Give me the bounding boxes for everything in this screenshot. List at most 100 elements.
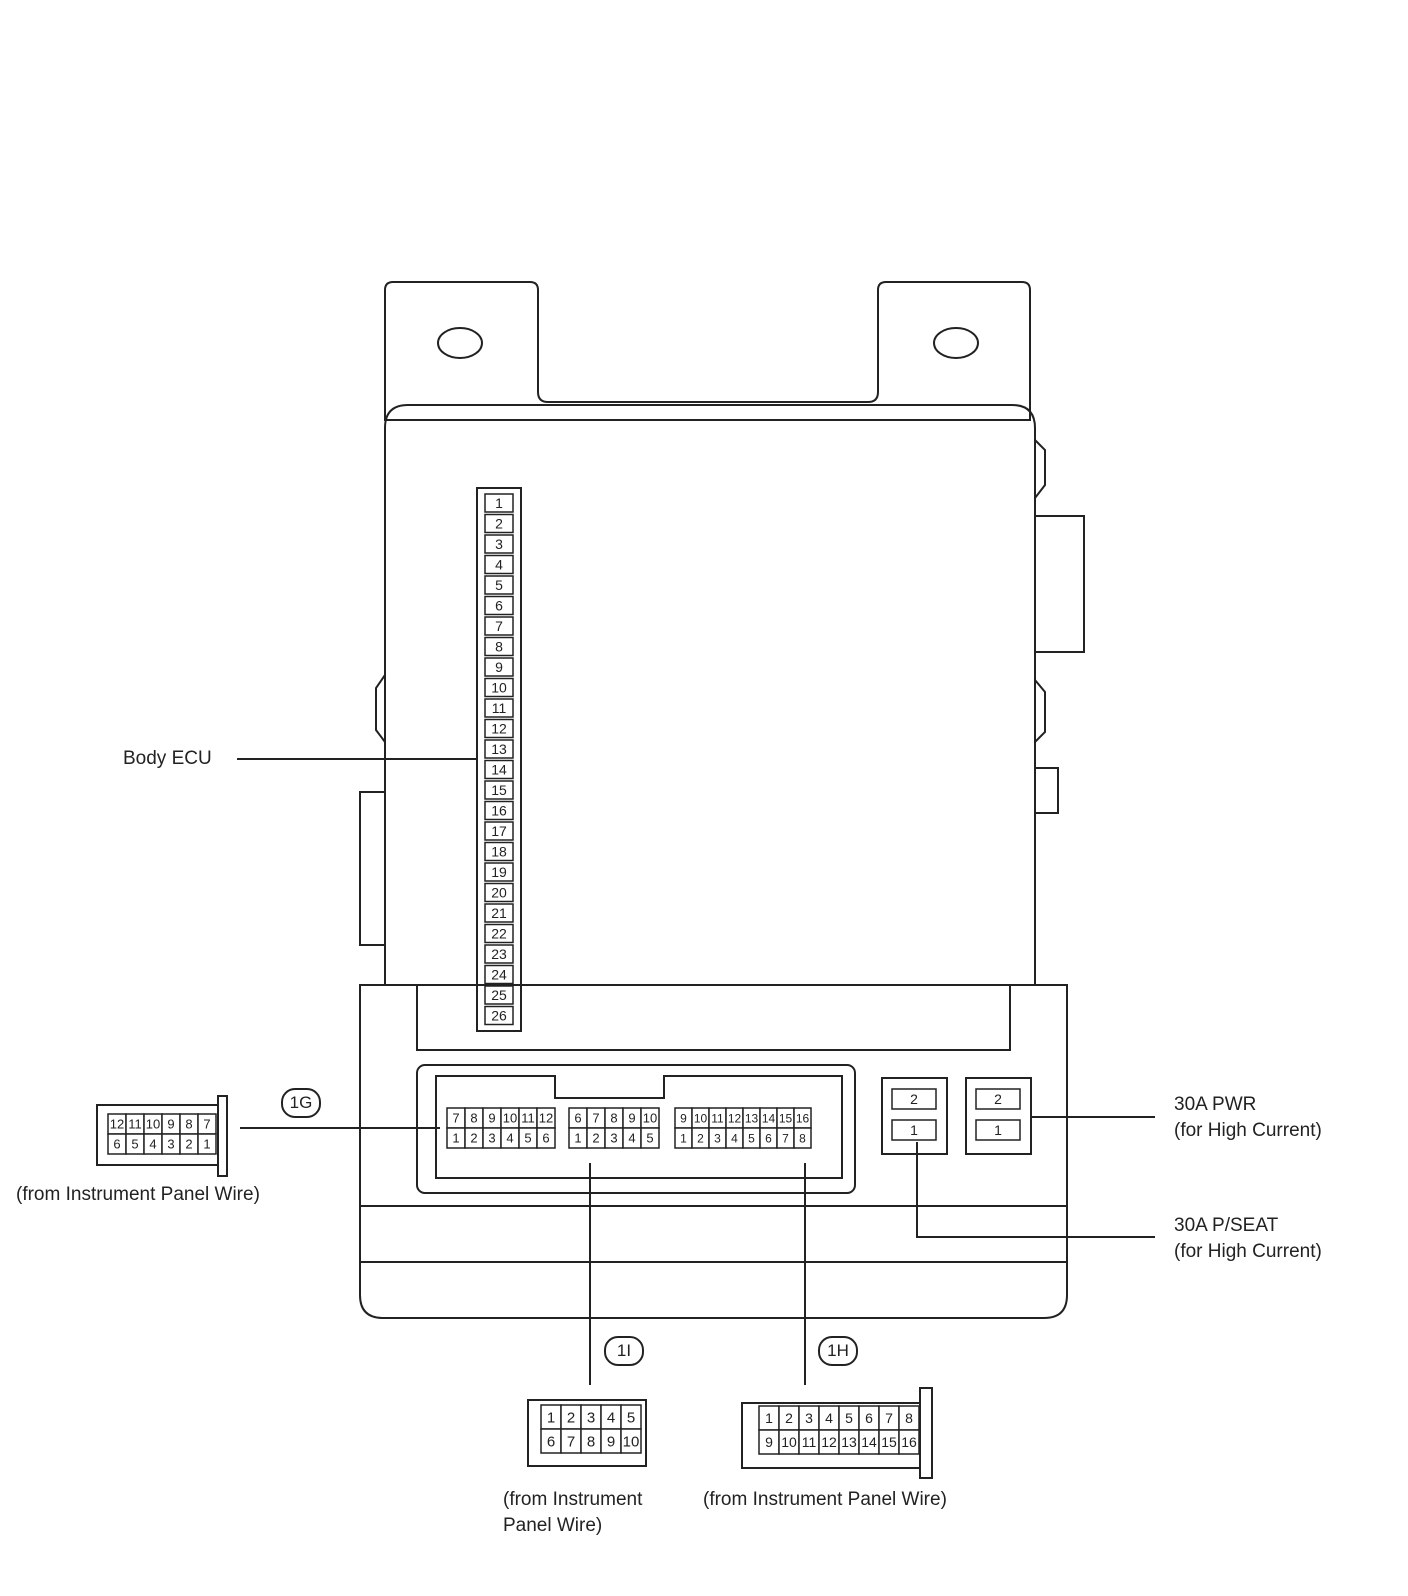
socket-1h-pin-5: 5 xyxy=(742,1127,761,1149)
svg-text:2: 2 xyxy=(470,1131,477,1146)
housing-connector-right xyxy=(1034,515,1085,653)
ecu-pin-23: 23 xyxy=(484,944,514,964)
svg-text:10: 10 xyxy=(491,680,507,696)
svg-text:3: 3 xyxy=(610,1131,617,1146)
svg-text:12: 12 xyxy=(491,721,507,737)
ecu-pin-14: 14 xyxy=(484,759,514,780)
connector-1h-latch xyxy=(919,1387,933,1479)
socket-1g-pin-8: 8 xyxy=(464,1107,484,1129)
svg-text:6: 6 xyxy=(574,1111,581,1126)
connector-1i-source-line2: Panel Wire) xyxy=(503,1515,603,1536)
svg-text:9: 9 xyxy=(167,1117,174,1132)
svg-text:8: 8 xyxy=(799,1131,806,1145)
connector-1g-code: 1G xyxy=(281,1088,321,1118)
svg-text:1: 1 xyxy=(994,1122,1002,1138)
svg-text:14: 14 xyxy=(762,1111,776,1125)
socket-1h-pin-3: 3 xyxy=(708,1127,727,1149)
socket-1g-pin-5: 5 xyxy=(518,1127,538,1149)
ecu-pin-22: 22 xyxy=(484,923,514,944)
socket-1g-pin-6: 6 xyxy=(536,1127,556,1149)
fuse-pwr-pin-bottom: 1 xyxy=(975,1119,1021,1141)
connector-1h-pin-13: 13 xyxy=(838,1429,860,1455)
socket-1h-pin-8: 8 xyxy=(793,1127,812,1149)
svg-text:12: 12 xyxy=(539,1111,553,1126)
fuse-pwr-body xyxy=(965,1077,1032,1155)
svg-text:4: 4 xyxy=(825,1410,833,1426)
svg-text:6: 6 xyxy=(542,1131,549,1146)
socket-1i-pin-3: 3 xyxy=(604,1127,624,1149)
svg-text:5: 5 xyxy=(646,1131,653,1146)
connector-1g-pin-7: 7 xyxy=(197,1113,217,1135)
ecu-pin-1: 1 xyxy=(484,493,514,513)
ecu-pin-12: 12 xyxy=(484,718,514,739)
ecu-pin-19: 19 xyxy=(484,862,514,882)
fuse-pseat-body xyxy=(881,1077,948,1155)
svg-text:10: 10 xyxy=(503,1111,517,1126)
svg-text:26: 26 xyxy=(491,1008,507,1024)
socket-1h-pin-14: 14 xyxy=(759,1107,778,1129)
svg-text:7: 7 xyxy=(567,1433,575,1450)
socket-1i-pin-1: 1 xyxy=(568,1127,588,1149)
svg-text:10: 10 xyxy=(781,1434,797,1450)
svg-text:13: 13 xyxy=(841,1434,857,1450)
connector-1h-pin-3: 3 xyxy=(798,1405,820,1431)
socket-1h-pin-7: 7 xyxy=(776,1127,795,1149)
svg-text:11: 11 xyxy=(492,700,507,716)
svg-text:7: 7 xyxy=(495,618,503,634)
svg-text:22: 22 xyxy=(491,926,507,942)
fuse-pseat-pin-bottom: 1 xyxy=(891,1119,937,1141)
housing-tab-right xyxy=(1034,767,1059,814)
ecu-pin-5: 5 xyxy=(484,575,514,595)
pseat-fuse-note: (for High Current) xyxy=(1174,1241,1322,1262)
ecu-pin-21: 21 xyxy=(484,903,514,923)
svg-text:25: 25 xyxy=(491,987,507,1003)
svg-text:21: 21 xyxy=(491,905,507,921)
connector-1i-pin-3: 3 xyxy=(580,1404,602,1430)
svg-text:9: 9 xyxy=(607,1433,615,1450)
socket-1i-pin-8: 8 xyxy=(604,1107,624,1129)
socket-1g-pin-12: 12 xyxy=(536,1107,556,1129)
svg-text:11: 11 xyxy=(128,1117,142,1132)
pwr-fuse-note: (for High Current) xyxy=(1174,1120,1322,1141)
body-ecu-label: Body ECU xyxy=(123,748,212,769)
socket-1h-pin-4: 4 xyxy=(725,1127,744,1149)
svg-text:4: 4 xyxy=(495,557,503,573)
svg-text:6: 6 xyxy=(865,1410,873,1426)
connector-1h-pin-15: 15 xyxy=(878,1429,900,1455)
svg-text:14: 14 xyxy=(491,762,507,778)
connector-1h-pin-16: 16 xyxy=(898,1429,920,1455)
mounting-hole-left xyxy=(437,327,483,359)
housing-clip-right-mid xyxy=(1034,679,1046,743)
svg-text:18: 18 xyxy=(491,844,507,860)
svg-text:15: 15 xyxy=(491,782,507,798)
svg-text:5: 5 xyxy=(524,1131,531,1146)
svg-text:4: 4 xyxy=(149,1137,156,1152)
svg-text:11: 11 xyxy=(802,1434,817,1450)
pwr-fuse-label: 30A PWR xyxy=(1174,1094,1257,1115)
svg-text:2: 2 xyxy=(910,1091,918,1107)
svg-text:3: 3 xyxy=(167,1137,174,1152)
svg-text:7: 7 xyxy=(782,1131,789,1145)
svg-text:1: 1 xyxy=(452,1131,459,1146)
connector-1h-pin-12: 12 xyxy=(818,1429,840,1455)
socket-1g-pin-1: 1 xyxy=(446,1127,466,1149)
ecu-pin-11: 11 xyxy=(484,698,514,718)
socket-1g-pin-9: 9 xyxy=(482,1107,502,1129)
ecu-pin-26: 26 xyxy=(484,1005,514,1026)
connector-1g-pin-12: 12 xyxy=(107,1113,127,1135)
svg-text:9: 9 xyxy=(628,1111,635,1126)
svg-text:5: 5 xyxy=(748,1131,755,1145)
connector-1i-code: 1I xyxy=(604,1336,644,1366)
ecu-pin-strip: 1234567891011121314151617181920212223242… xyxy=(476,487,522,1032)
socket-1h-pin-16: 16 xyxy=(793,1107,812,1129)
socket-1g-pin-2: 2 xyxy=(464,1127,484,1149)
svg-text:12: 12 xyxy=(728,1111,742,1125)
connector-1i-pin-10: 10 xyxy=(620,1428,642,1454)
socket-1g-pin-4: 4 xyxy=(500,1127,520,1149)
connector-1i-source-line1: (from Instrument xyxy=(503,1489,643,1510)
housing-clip-left xyxy=(375,674,386,743)
connector-1i-pin-9: 9 xyxy=(600,1428,622,1454)
svg-text:12: 12 xyxy=(821,1434,837,1450)
svg-text:3: 3 xyxy=(495,536,503,552)
